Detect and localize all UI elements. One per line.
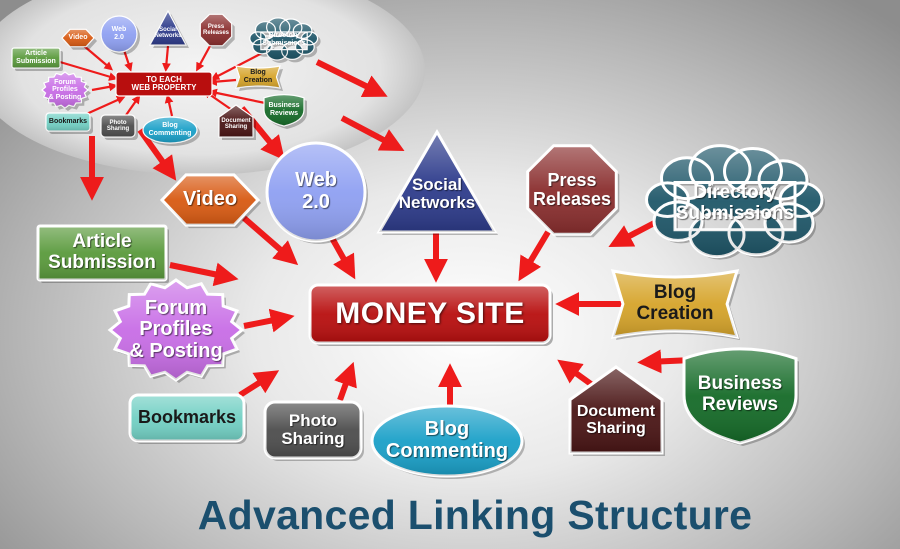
mini-link-arrow <box>162 45 171 72</box>
social-networks-shape <box>376 129 498 235</box>
mini-directory-submissions-shape <box>249 17 321 63</box>
press-releases-shape <box>526 144 620 238</box>
mini-bookmarks-shape <box>45 112 93 134</box>
blog-commenting-shape <box>370 404 525 479</box>
link-arrow <box>518 230 551 282</box>
mini-article-submission-shape <box>11 47 63 71</box>
mini-photo-sharing-shape <box>100 114 138 140</box>
business-reviews-shape <box>682 347 799 446</box>
page-title: Advanced Linking Structure <box>197 492 753 538</box>
forum-profiles-shape <box>107 278 245 383</box>
mini-social-networks-shape <box>149 9 189 48</box>
mini-link-arrow <box>164 94 174 117</box>
mini-blog-creation-shape <box>235 65 283 91</box>
link-arrow <box>315 59 388 97</box>
mini-link-arrow <box>210 49 269 80</box>
web20-shape <box>265 141 368 244</box>
mini-link-arrow <box>59 60 118 81</box>
link-arrow <box>243 308 295 333</box>
bookmarks-shape <box>128 393 247 444</box>
mini-business-reviews-shape <box>263 94 307 129</box>
mini-document-sharing-shape <box>218 104 256 140</box>
mini-forum-profiles-shape <box>41 71 91 111</box>
mini-link-arrow <box>208 88 271 106</box>
link-arrow <box>340 115 405 152</box>
mini-hub-box <box>115 71 213 97</box>
mini-link-arrow <box>91 82 118 92</box>
mini-web20-shape <box>100 15 140 55</box>
mini-video-shape <box>61 28 97 50</box>
link-arrow <box>334 361 357 402</box>
link-arrow <box>238 370 280 398</box>
mini-link-arrow <box>83 45 114 71</box>
article-submission-shape <box>36 224 169 283</box>
link-arrow <box>242 215 299 266</box>
mini-link-arrow <box>208 77 237 86</box>
blog-creation-shape <box>610 269 740 340</box>
link-arrow <box>329 236 356 280</box>
mini-link-arrow <box>196 45 211 72</box>
photo-sharing-shape <box>263 400 364 461</box>
mini-link-arrow <box>122 49 133 72</box>
link-arrow <box>169 262 239 287</box>
mini-blog-commenting-shape <box>142 116 200 146</box>
video-shape <box>159 173 261 229</box>
link-arrow <box>137 128 177 181</box>
directory-submissions-shape <box>645 144 825 260</box>
money-site-box <box>308 283 553 346</box>
mini-press-releases-shape <box>199 13 235 49</box>
document-sharing-shape <box>568 365 665 456</box>
